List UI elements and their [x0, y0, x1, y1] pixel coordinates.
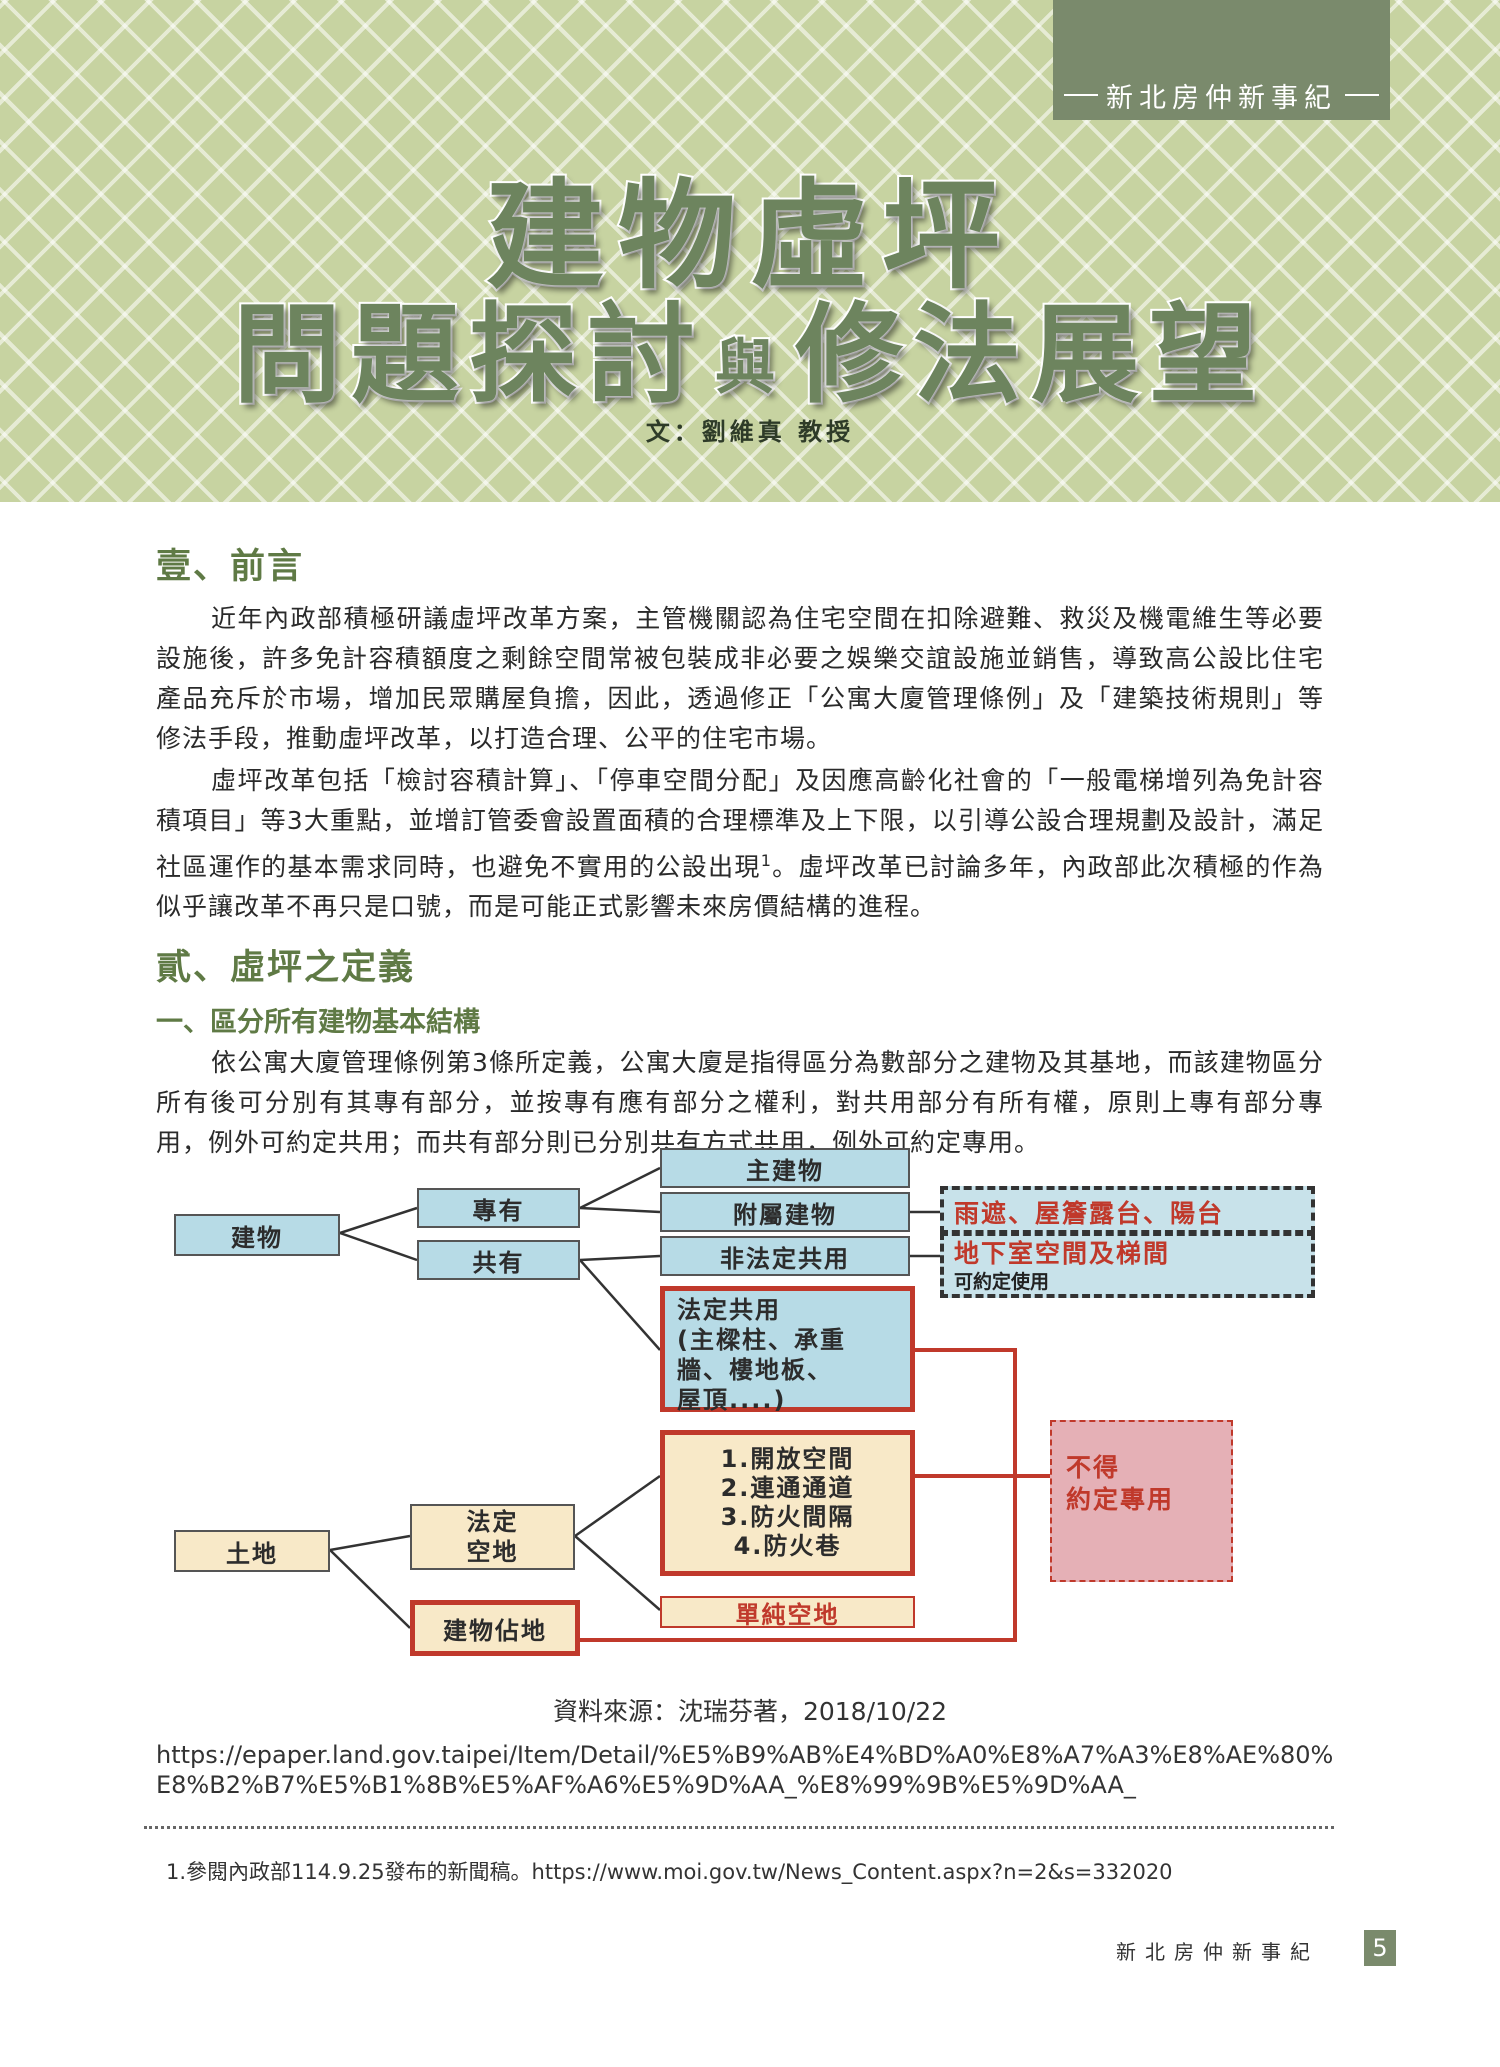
section-1-heading: 壹、前言 [156, 547, 305, 587]
connector-exclusive-main [579, 1166, 661, 1210]
node-common: 共有 [417, 1240, 580, 1280]
footnote-marker[interactable]: 1 [760, 851, 772, 870]
structure-diagram: 建物 專有 共有 主建物 附屬建物 非法定共用 雨遮、屋簷露台、陽台 地下室空間… [170, 1140, 1330, 1680]
statutory-common-line-3: 牆、樓地板、 [677, 1356, 833, 1384]
diagram-connectors [329, 1166, 1050, 1642]
title-line-1: 建物虛坪 [484, 165, 1014, 307]
title-line-2: 問題探討與修法展望 [0, 268, 1500, 424]
title-line-2-part-b: 修法展望 [793, 291, 1268, 420]
open-list-item-2: 2.連通通道 [720, 1474, 855, 1502]
node-land: 土地 [174, 1530, 330, 1572]
title-conjunction: 與 [713, 331, 785, 405]
node-building: 建物 [174, 1214, 340, 1256]
section-1-paragraph-2: 虛坪改革包括「檢討容積計算」、「停車空間分配」及因應高齡化社會的「一般電梯增列為… [156, 761, 1324, 927]
note-basement-sub: 可約定使用 [954, 1271, 1050, 1293]
footer-magazine-name: 新北房仲新事紀 [1116, 1940, 1319, 1964]
statutory-open-line-1: 法定 [466, 1508, 519, 1536]
note-basement: 地下室空間及梯間 可約定使用 [940, 1232, 1315, 1298]
node-building-site: 建物佔地 [410, 1600, 580, 1656]
tag-line-left [1064, 94, 1098, 96]
statutory-common-line-2: (主樑柱、承重 [677, 1326, 846, 1354]
connector-land-site [329, 1549, 411, 1629]
red-connector-statutory [580, 1348, 1017, 1642]
title-line-2-part-a: 問題探討 [231, 291, 705, 420]
section-2-subheading: 一、區分所有建物基本結構 [156, 1007, 480, 1039]
paragraph-2-text-cont: 。虛坪改革已討論多年，內政部此次積極的作為似乎讓改革不再只是口號，而是可能正式影… [156, 852, 1324, 922]
connector-common-nonstatutory [579, 1254, 661, 1262]
section-2-paragraph-1: 依公寓大廈管理條例第3條所定義，公寓大廈是指得區分為數部分之建物及其基地，而該建… [156, 1048, 1324, 1158]
node-annex-building: 附屬建物 [660, 1192, 910, 1232]
node-exclusive: 專有 [417, 1188, 580, 1228]
connector-open-list [574, 1474, 661, 1538]
article-body: 壹、前言 近年內政部積極研議虛坪改革方案，主管機關認為住宅空間在扣除避難、救災及… [156, 538, 1324, 1165]
tag-line-right [1345, 94, 1379, 96]
node-open-space-list: 1.開放空間 2.連通通道 3.防火間隔 4.防火巷 [660, 1430, 915, 1576]
magazine-tag: 新北房仲新事紀 [1053, 0, 1390, 120]
open-list-item-1: 1.開放空間 [720, 1445, 855, 1473]
connector-common-statutory [579, 1259, 661, 1351]
statutory-common-line-4: 屋頂....) [677, 1386, 787, 1414]
section-2-heading: 貳、虛坪之定義 [156, 948, 416, 989]
section-1-paragraph-1: 近年內政部積極研議虛坪改革方案，主管機關認為住宅空間在扣除避難、救災及機電維生等… [156, 604, 1324, 753]
connector-open-simple [574, 1535, 661, 1611]
no-exclusive-line-1: 不得 [1066, 1453, 1121, 1482]
footnote-divider [144, 1826, 1334, 1829]
note-annex-text: 雨遮、屋簷露台、陽台 [954, 1199, 1225, 1228]
page-number: 5 [1364, 1930, 1396, 1966]
connector-building-common [339, 1231, 418, 1262]
node-no-exclusive-use: 不得 約定專用 [1050, 1420, 1233, 1582]
header-band: 新北房仲新事紀 建物虛坪 問題探討與修法展望 文：劉維真 教授 [0, 0, 1500, 502]
figure-source-url[interactable]: https://epaper.land.gov.taipei/Item/Deta… [156, 1741, 1334, 1799]
node-statutory-open-space: 法定 空地 [410, 1504, 575, 1570]
statutory-open-line-2: 空地 [466, 1538, 519, 1566]
connector-exclusive-annex [579, 1206, 661, 1214]
note-annex-items: 雨遮、屋簷露台、陽台 [940, 1186, 1315, 1234]
note-basement-text: 地下室空間及梯間 [954, 1239, 1171, 1268]
node-non-statutory-common: 非法定共用 [660, 1236, 910, 1276]
no-exclusive-line-2: 約定專用 [1066, 1485, 1175, 1514]
connector-land-open [329, 1534, 411, 1552]
figure-source-caption: 資料來源：沈瑞芬著，2018/10/22 [552, 1697, 948, 1726]
magazine-tag-text: 新北房仲新事紀 [1106, 82, 1337, 114]
node-statutory-common: 法定共用 (主樑柱、承重 牆、樓地板、 屋頂....) [660, 1286, 915, 1414]
paragraph-2-text: 虛坪改革包括「檢討容積計算」、「停車空間分配」及因應高齡化社會的「一般電梯增列為… [156, 766, 1324, 882]
byline: 文：劉維真 教授 [645, 418, 855, 446]
statutory-common-line-1: 法定共用 [677, 1296, 781, 1324]
footnote-1[interactable]: 1.參閱內政部114.9.25發布的新聞稿。https://www.moi.go… [166, 1860, 1173, 1884]
node-main-building: 主建物 [660, 1148, 910, 1188]
connector-building-exclusive [339, 1206, 418, 1235]
open-list-item-4: 4.防火巷 [733, 1532, 842, 1560]
open-list-item-3: 3.防火間隔 [720, 1503, 855, 1531]
node-simple-open-space: 單純空地 [660, 1596, 915, 1629]
